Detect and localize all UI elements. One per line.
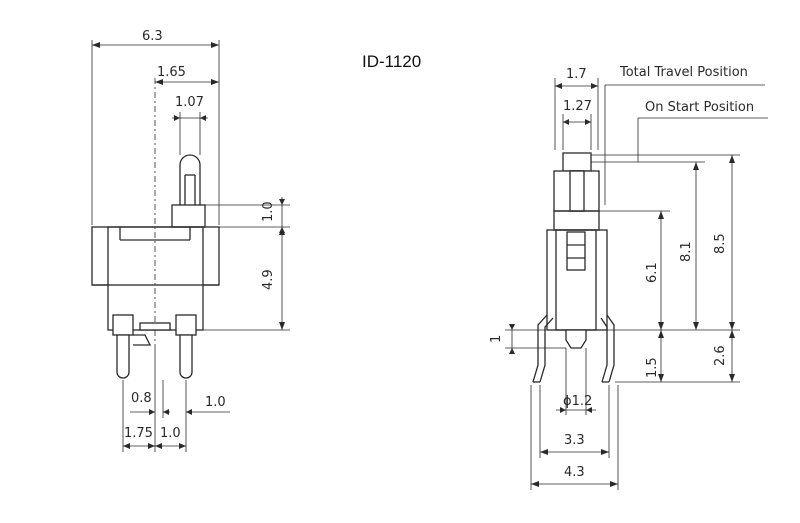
dim-side-lead-bend: 1.5 xyxy=(645,357,660,378)
front-plunger xyxy=(179,154,201,205)
dim-front-pin-width: 0.8 xyxy=(131,391,152,406)
front-pin-left-cap xyxy=(112,314,134,336)
dim-front-body-height: 4.9 xyxy=(261,269,276,290)
dim-side-inner-width: 3.3 xyxy=(564,433,585,448)
side-plunger-tip xyxy=(562,152,592,172)
label-total-travel: Total Travel Position xyxy=(619,65,748,80)
dim-front-pin-spacing: 1.0 xyxy=(160,426,181,441)
dim-side-height-step: 6.1 xyxy=(645,262,660,283)
side-dimensions: 1.7 1.27 Total Travel Position On Start … xyxy=(489,65,768,490)
dim-side-boss-diameter: ϕ1.2 xyxy=(563,394,592,409)
dim-side-lead-length: 2.6 xyxy=(713,345,728,366)
front-plunger-base xyxy=(171,204,206,228)
dim-front-plunger-step: 1.0 xyxy=(261,201,276,222)
front-body xyxy=(91,226,220,286)
dim-front-pin-spacing-right: 1.0 xyxy=(205,395,226,410)
front-pin-right xyxy=(179,334,193,379)
side-window xyxy=(566,231,586,271)
dim-side-outer-width: 4.3 xyxy=(564,465,585,480)
dim-front-plunger-width: 1.07 xyxy=(175,95,204,110)
dim-front-center-offset: 1.65 xyxy=(157,65,186,80)
front-view xyxy=(91,78,220,379)
dim-side-total-travel: 8.1 xyxy=(679,241,694,262)
drawing-title: ID-1120 xyxy=(362,52,421,71)
label-on-start: On Start Position xyxy=(645,100,754,115)
dim-side-on-start: 8.5 xyxy=(713,233,728,254)
front-pin-right-cap xyxy=(175,314,197,336)
side-boss xyxy=(565,329,587,349)
side-lead-left xyxy=(532,314,554,383)
front-pin-left xyxy=(116,334,130,379)
dim-front-width: 6.3 xyxy=(142,29,163,44)
dim-front-pin-offset-left: 1.75 xyxy=(124,426,153,441)
side-view xyxy=(532,152,615,383)
dim-side-boss-depth: 1 xyxy=(489,335,504,343)
dim-side-plunger-inner: 1.27 xyxy=(563,99,592,114)
front-dimensions: 6.3 1.65 1.07 1.0 4.9 xyxy=(91,29,290,452)
side-lead-right xyxy=(600,314,615,383)
dim-side-plunger-outer: 1.7 xyxy=(566,67,587,82)
